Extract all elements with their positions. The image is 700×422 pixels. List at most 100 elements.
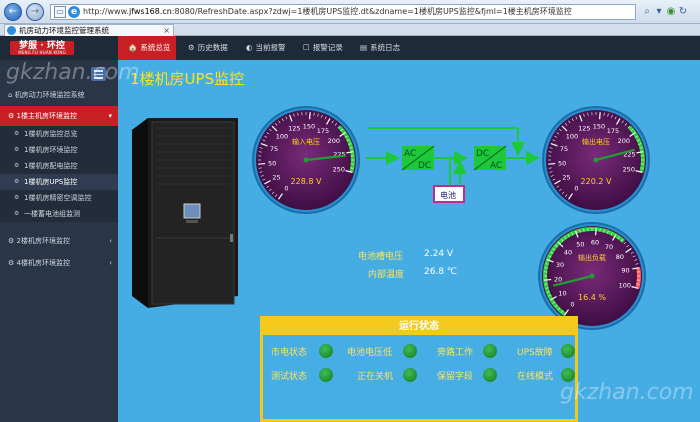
gauge-tick <box>334 123 338 126</box>
gauge-value: 220.2 V <box>581 177 612 186</box>
sidebar-item-ups[interactable]: ⚙1楼机房UPS监控 <box>0 174 118 190</box>
gauge-tick <box>634 259 638 261</box>
battery-label: 电池 <box>440 190 456 200</box>
inverter-top-label: DC <box>476 149 489 159</box>
sidebar-item-label: 2楼机房环境监控 <box>16 237 70 245</box>
close-icon[interactable]: × <box>163 26 170 35</box>
status-label: 电池电压低 <box>347 348 393 358</box>
sidebar: ⌂ 机房动力环境监控系统 ⚙ 1楼主机房环境监控▾ ⚙1楼机房监控总览 ⚙1楼机… <box>0 60 118 422</box>
gears-icon: ⚙ <box>14 130 20 137</box>
gauge-tick <box>281 118 284 122</box>
refresh-icon[interactable]: ↻ <box>678 6 688 17</box>
rectifier-box: AC DC <box>401 145 435 171</box>
forward-button[interactable]: → <box>26 3 44 21</box>
sidebar-group-floor4[interactable]: ⚙ 4楼机房环境监控‹ <box>0 254 118 272</box>
battery-box: 电池 <box>433 185 465 203</box>
status-label: 在线模式 <box>517 372 554 382</box>
gauge-tick <box>271 191 275 195</box>
gauge-tick <box>258 162 266 165</box>
gauge-title: 输出电压 <box>582 137 610 146</box>
rectifier-top-label: AC <box>404 149 416 159</box>
gauge-tick <box>630 128 633 132</box>
status-label: 正在关机 <box>357 372 394 382</box>
gauge-tick <box>635 170 643 174</box>
sidebar-item-label: 机房动力环境监控系统 <box>14 91 85 99</box>
browser-tab[interactable]: 机房动力环境监控管理系统 × <box>4 24 174 36</box>
run-status-panel: 运行状态 市电状态 电池电压低 旁路工作 UPS故障 测试状态 正在关机 保留字… <box>260 316 578 422</box>
log-icon: ▤ <box>360 43 368 52</box>
alarm-icon: ◐ <box>246 43 253 52</box>
gauge-tick <box>554 179 561 185</box>
gauge-tick-label: 125 <box>578 125 590 133</box>
gauge-tick-label: 80 <box>616 253 624 261</box>
run-status-title: 运行状态 <box>263 319 575 335</box>
gauge-tick <box>635 263 639 265</box>
url-prefix: http://www. <box>83 7 129 16</box>
gauge-tick <box>575 230 579 238</box>
flow-arrows <box>366 127 540 186</box>
tab-overview[interactable]: 🏠系统总览 <box>118 36 176 64</box>
gauge-tick-label: 40 <box>564 248 572 256</box>
sidebar-item-power[interactable]: ⚙1楼机房配电监控 <box>0 158 118 174</box>
watermark: gkzhan.com <box>560 380 694 405</box>
gauge-tick <box>325 118 331 125</box>
gauge-needle <box>552 274 593 287</box>
gauge-tick <box>348 143 352 145</box>
sidebar-system-title[interactable]: ⌂ 机房动力环境监控系统 <box>0 86 118 104</box>
gauge-tick <box>544 267 548 269</box>
gauge-tick <box>561 191 565 195</box>
gauge-tick <box>258 167 262 169</box>
gauge-hub <box>589 273 595 279</box>
sidebar-item-label: 一楼蓄电池组监测 <box>24 210 80 218</box>
sidebar-item-overview[interactable]: ⚙1楼机房监控总览 <box>0 126 118 142</box>
gauge-tick <box>344 135 348 138</box>
gauge-needle <box>305 154 346 162</box>
gauge-tick <box>317 113 319 117</box>
sidebar-item-environment[interactable]: ⚙1楼机房环境监控 <box>0 142 118 158</box>
gauge-tick <box>548 162 556 165</box>
gauge-tick-label: 25 <box>272 174 280 182</box>
gauge-tick <box>607 230 609 234</box>
gauge-tick-label: 90 <box>621 267 629 275</box>
dropdown-icon[interactable]: ▾ <box>656 6 662 17</box>
tab-favicon-icon <box>7 26 16 35</box>
gauge-tick <box>331 120 334 124</box>
back-button[interactable]: ← <box>4 3 22 21</box>
tab-current-alarm[interactable]: ◐当前报警 <box>236 36 292 60</box>
chevron-left-icon: ‹ <box>109 259 112 267</box>
gauge-tick <box>598 112 601 120</box>
sidebar-item-battery[interactable]: ⚙一楼蓄电池组监测 <box>0 206 118 222</box>
gauge-tick <box>556 185 560 188</box>
gauge-tick-label: 175 <box>317 127 329 135</box>
gauge-tick-label: 150 <box>593 123 605 131</box>
tab-system-log[interactable]: ▤系统日志 <box>350 36 410 60</box>
tab-title: 机房动力环境监控管理系统 <box>19 26 109 35</box>
sidebar-group-floor2[interactable]: ⚙ 2楼机房环境监控‹ <box>0 232 118 250</box>
gauge-tick <box>545 263 549 265</box>
logo-text: 梦服 · 环控 <box>19 41 65 51</box>
gauge-tick-label: 60 <box>591 239 599 247</box>
search-icon[interactable]: ⌕ <box>644 6 650 17</box>
chevron-left-icon: ‹ <box>109 237 112 245</box>
tab-alarm-records[interactable]: ☐报警记录 <box>293 36 349 60</box>
compat-icon[interactable]: ▭ <box>54 6 66 18</box>
menu-toggle-icon[interactable] <box>91 67 106 81</box>
internal-temp-label: 内部温度 <box>368 270 405 280</box>
gauge-tick <box>548 255 552 258</box>
gauge-hub <box>303 157 309 163</box>
gauge-tick <box>544 283 548 285</box>
gauge-tick <box>552 248 556 251</box>
sidebar-group-floor1[interactable]: ⚙ 1楼主机房环境监控▾ <box>0 106 118 126</box>
sidebar-item-aircon[interactable]: ⚙1楼机房精密空调监控 <box>0 190 118 206</box>
tab-history[interactable]: ⚙历史数据 <box>178 36 234 60</box>
inverter-box: DC AC <box>473 145 507 171</box>
gauge-tick <box>262 178 266 181</box>
gauge-tick <box>260 143 268 147</box>
gauge-tick <box>277 193 283 200</box>
gauge-tick <box>266 132 270 135</box>
gauge-tick <box>583 228 585 232</box>
gauge-tick <box>564 236 567 240</box>
url-input[interactable]: http://www.jfws168.cn:8080/RefreshDate.a… <box>50 4 636 20</box>
